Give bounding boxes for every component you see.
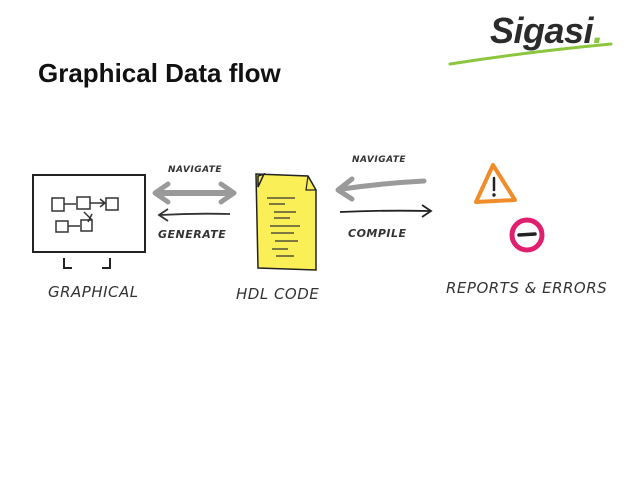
error-icon: [509, 217, 545, 253]
navigate-arrow-left: [152, 181, 237, 205]
logo-text: Sigasi: [490, 10, 594, 51]
sigasi-logo: Sigasi.: [490, 10, 603, 52]
document-icon: [255, 172, 317, 271]
compile-arrow: [339, 204, 433, 218]
reports-errors-label: REPORTS & ERRORS: [446, 279, 608, 297]
monitor-icon: [32, 174, 146, 269]
compile-label: COMPILE: [348, 227, 407, 240]
slide-title: Graphical Data flow: [38, 58, 281, 88]
warning-icon: [474, 163, 517, 204]
navigate-label-left: NAVIGATE: [168, 165, 222, 175]
logo-dot: .: [593, 10, 603, 51]
hdl-code-label: HDL CODE: [236, 285, 320, 303]
generate-label: GENERATE: [158, 228, 227, 241]
navigate-arrow-right: [335, 176, 427, 202]
graphical-label: GRAPHICAL: [48, 283, 139, 301]
navigate-label-right: NAVIGATE: [352, 155, 406, 165]
generate-arrow: [157, 208, 231, 222]
logo-swoosh: [448, 42, 613, 66]
